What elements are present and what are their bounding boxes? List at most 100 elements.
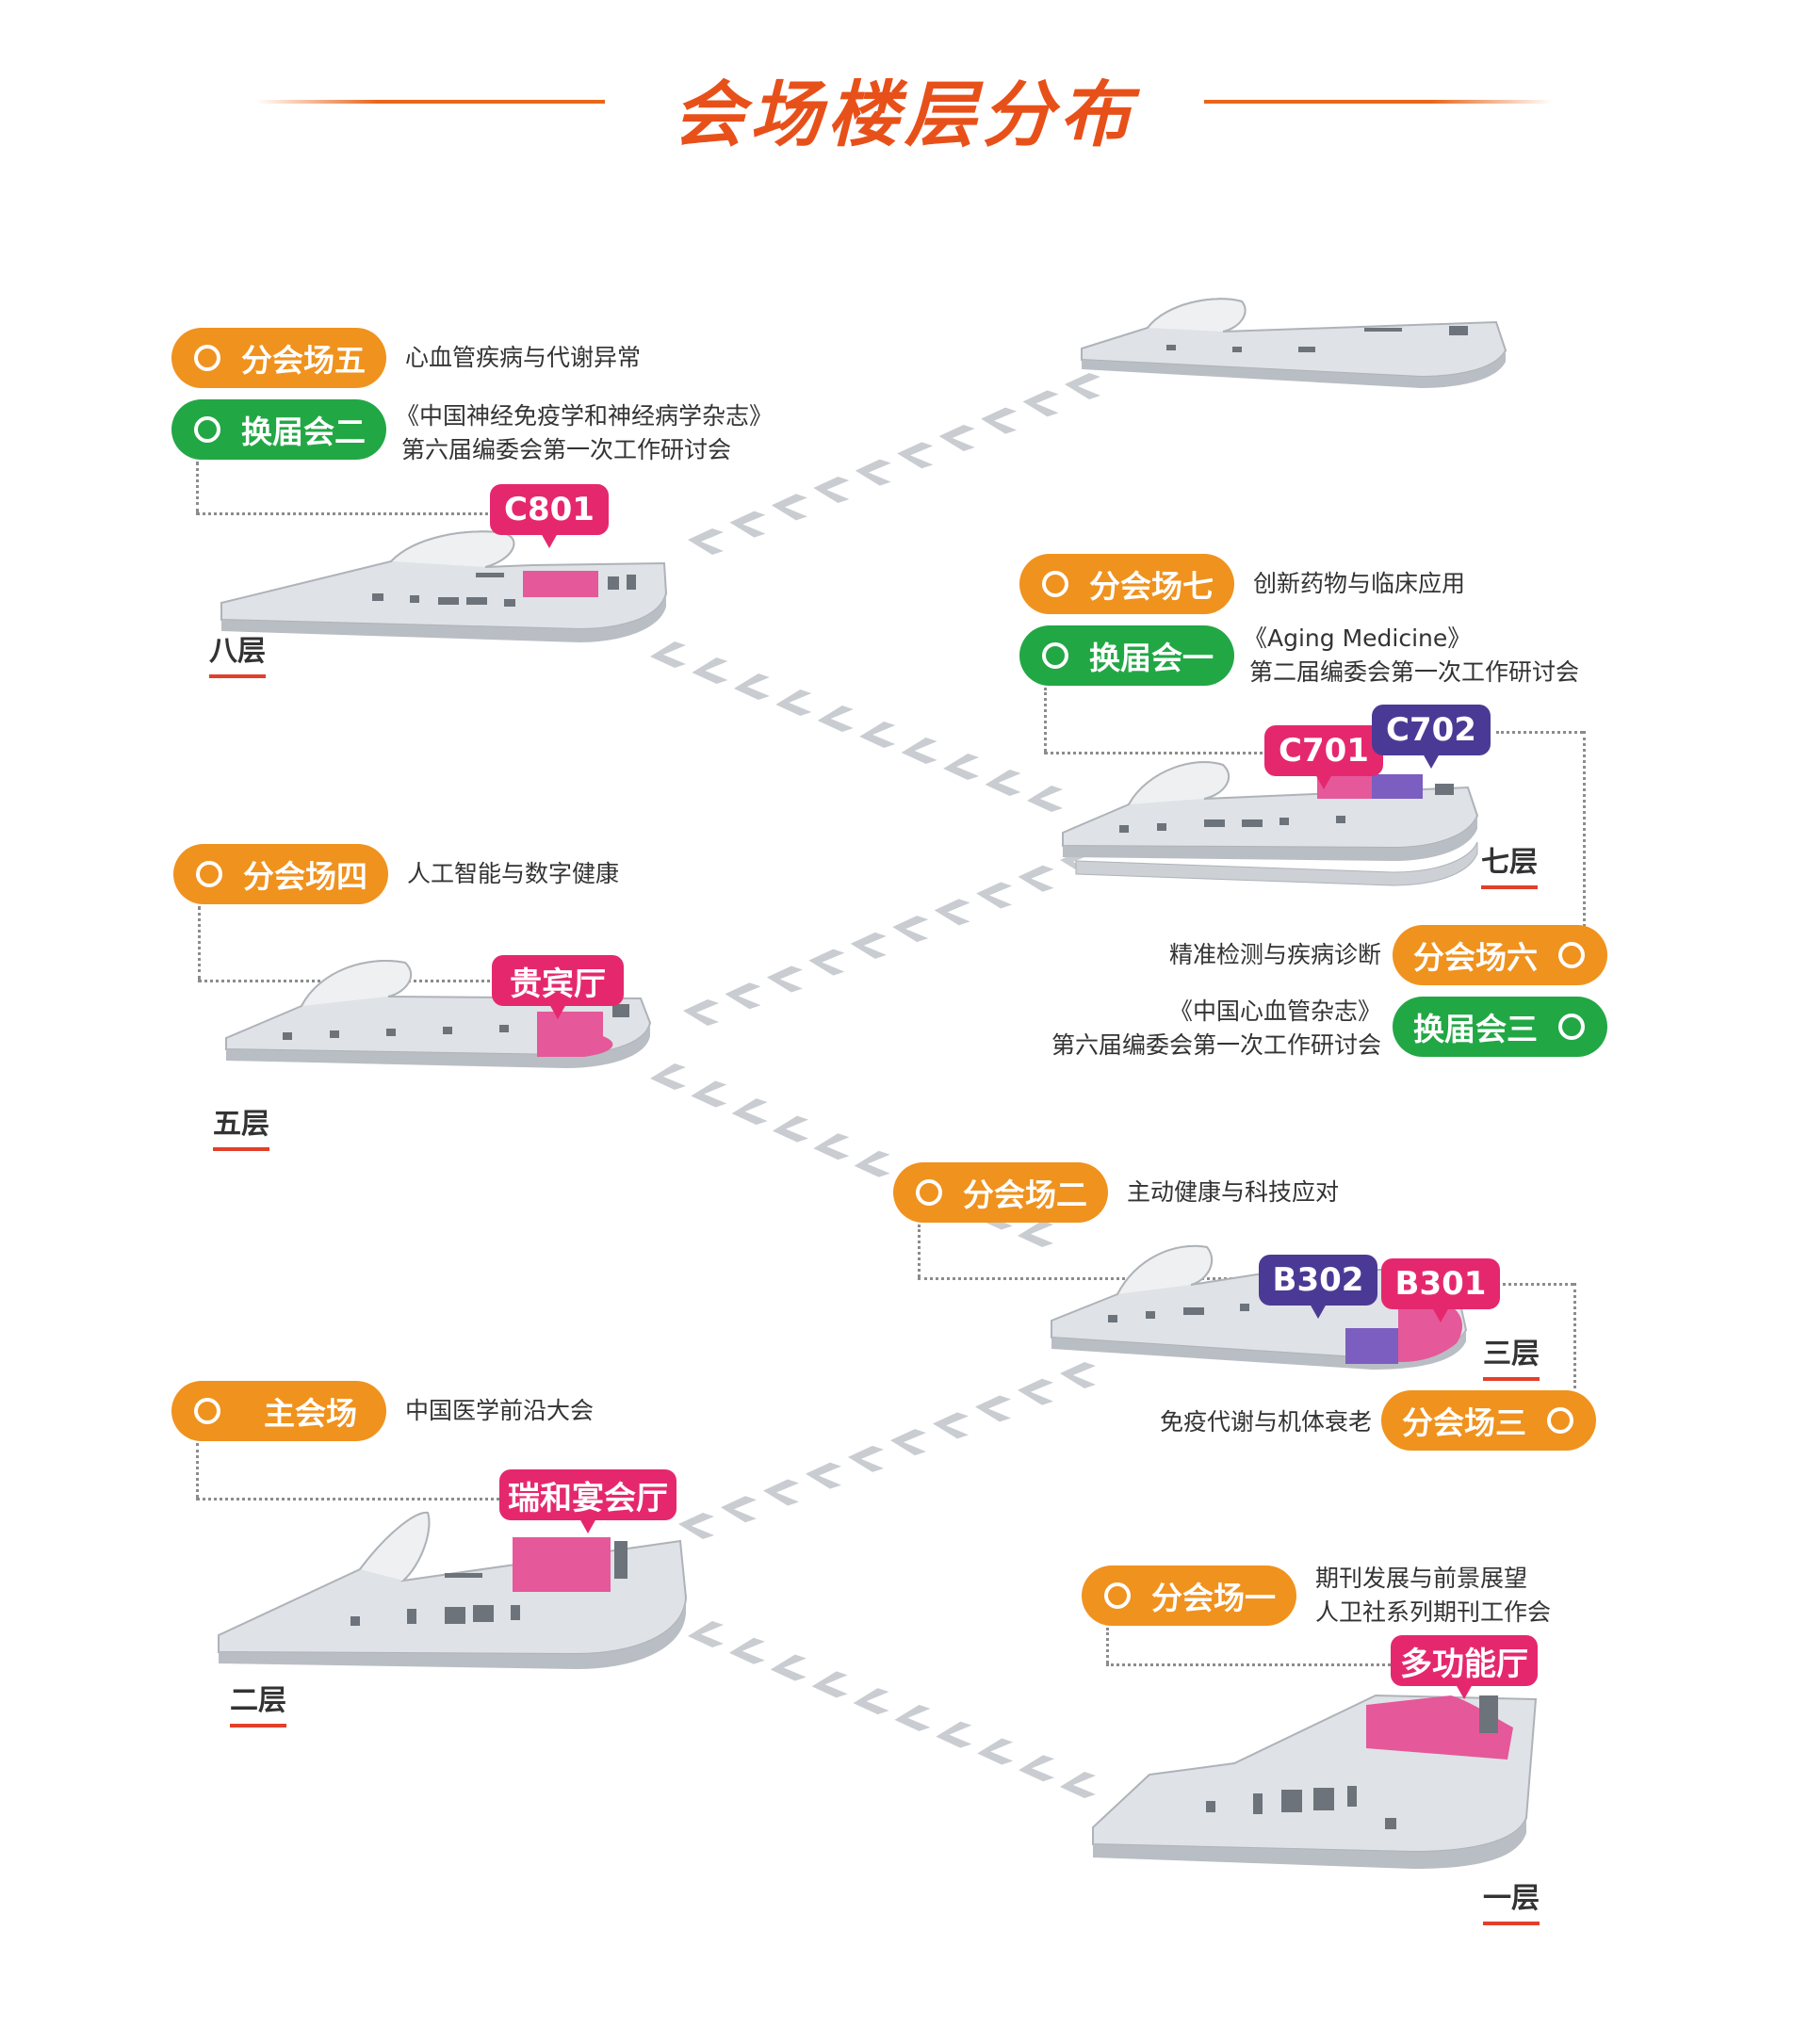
chevron-arrow-icon (848, 1445, 884, 1472)
chevron-arrow-icon (763, 1479, 799, 1506)
room-tag-b302[interactable]: B302 (1259, 1255, 1377, 1319)
pill-label: 分会场五 (241, 342, 366, 379)
chevron-arrow-icon (691, 1080, 727, 1108)
pill-sub-venue-4[interactable]: 分会场四 (173, 844, 388, 904)
ring-icon (194, 1398, 220, 1424)
chevron-arrow-icon (933, 1412, 969, 1439)
pill-election-2[interactable]: 换届会二 (171, 399, 386, 460)
pill-label: 分会场六 (1413, 939, 1538, 976)
chevron-arrow-icon (853, 1688, 889, 1715)
room-tag-c701[interactable]: C701 (1264, 725, 1383, 789)
pill-main-venue[interactable]: 主会场 (171, 1381, 386, 1441)
chevron-arrow-icon (854, 1150, 890, 1177)
chevron-arrow-icon (855, 459, 891, 486)
desc-main-venue: 中国医学前沿大会 (405, 1397, 595, 1424)
desc-election-3-line2: 第六届编委会第一次工作研讨会 (1051, 1031, 1381, 1059)
connector-line (196, 512, 507, 515)
chevron-arrow-icon (936, 1721, 972, 1748)
chevron-arrow-icon (1018, 1378, 1053, 1405)
chevron-arrow-icon (1018, 865, 1054, 892)
chevron-arrow-icon (897, 442, 934, 469)
floor-label-2: 二层 (230, 1677, 286, 1728)
chevron-arrow-icon (773, 1115, 808, 1143)
room-tag-c801[interactable]: C801 (490, 484, 609, 548)
chevron-arrow-icon (806, 1462, 841, 1489)
connector-line (918, 1225, 921, 1277)
chevron-arrow-icon (771, 494, 807, 521)
ring-icon (194, 416, 220, 443)
connector-line (196, 1498, 507, 1501)
desc-sub-venue-5: 心血管疾病与代谢异常 (405, 344, 642, 371)
room-tag-b301[interactable]: B301 (1381, 1258, 1500, 1322)
connector-line (1106, 1663, 1391, 1666)
floor-1-plan (1092, 1694, 1538, 1869)
title-line-right (1204, 100, 1553, 104)
connector-line (1496, 731, 1583, 734)
pill-election-1[interactable]: 换届会一 (1019, 625, 1234, 686)
chevron-arrow-icon (1027, 786, 1063, 812)
chevron-arrow-icon (813, 1133, 850, 1160)
chevron-arrow-icon (817, 706, 854, 732)
ring-icon (194, 345, 220, 371)
pill-sub-venue-1[interactable]: 分会场一 (1082, 1565, 1296, 1626)
chevron-arrow-icon (985, 770, 1021, 796)
chevron-arrow-icon (650, 641, 686, 668)
chevron-arrow-icon (938, 425, 975, 451)
chevron-arrow-icon (733, 673, 770, 700)
page-title: 会场楼层分布 (673, 73, 1136, 156)
desc-sub-venue-6: 精准检测与疾病诊断 (1168, 941, 1381, 968)
pill-label: 主会场 (264, 1395, 357, 1432)
chevron-arrow-icon (692, 657, 728, 684)
chevron-arrow-icon (728, 1637, 765, 1664)
chevron-arrow-icon (808, 949, 845, 976)
pill-election-3[interactable]: 换届会三 (1393, 997, 1607, 1057)
ring-icon (916, 1179, 942, 1206)
room-tag-vip-hall[interactable]: 贵宾厅 (492, 955, 624, 1019)
chevron-arrow-icon (766, 965, 803, 993)
chevron-arrow-icon (859, 722, 896, 748)
chevron-arrow-icon (890, 1429, 926, 1456)
floor-7-plan (1062, 761, 1479, 886)
room-tag-c702[interactable]: C702 (1372, 705, 1491, 769)
chevron-arrow-icon (1019, 1755, 1055, 1782)
connector-line (918, 1277, 1244, 1280)
chevron-arrow-icon (688, 1621, 724, 1647)
pill-sub-venue-3[interactable]: 分会场三 (1381, 1390, 1596, 1451)
chevron-arrow-icon (975, 1395, 1011, 1422)
desc-sub-venue-1-line1: 期刊发展与前景展望 (1315, 1565, 1528, 1592)
pill-label: 换届会一 (1089, 640, 1214, 676)
ring-icon (196, 861, 222, 887)
chevron-arrow-icon (901, 738, 937, 764)
pill-sub-venue-6[interactable]: 分会场六 (1393, 925, 1607, 985)
desc-sub-venue-1-line2: 人卫社系列期刊工作会 (1315, 1598, 1552, 1626)
chevron-arrow-icon (943, 754, 980, 780)
pill-sub-venue-7[interactable]: 分会场七 (1019, 554, 1234, 614)
connector-line (1573, 1283, 1576, 1388)
desc-sub-venue-7: 创新药物与临床应用 (1253, 570, 1466, 597)
room-tag-multifunction-hall[interactable]: 多功能厅 (1391, 1635, 1538, 1699)
floor-top-plan (1081, 298, 1508, 388)
chevron-arrow-icon (1018, 1221, 1053, 1247)
pill-label: 换届会三 (1413, 1011, 1538, 1047)
connector-line (196, 1443, 199, 1498)
pill-label: 分会场七 (1089, 568, 1214, 605)
pill-label: 分会场三 (1402, 1404, 1526, 1441)
chevron-arrow-icon (731, 1098, 768, 1126)
chevron-arrow-icon (1060, 1772, 1096, 1798)
ring-icon (1042, 642, 1068, 669)
floor-5-plan (225, 959, 652, 1068)
pill-sub-venue-2[interactable]: 分会场二 (893, 1162, 1108, 1223)
pill-label: 分会场二 (963, 1176, 1087, 1213)
chevron-arrow-icon (770, 1654, 807, 1681)
desc-sub-venue-3: 免疫代谢与机体衰老 (1159, 1408, 1372, 1436)
desc-election-1-line2: 第二届编委会第一次工作研讨会 (1249, 658, 1580, 686)
desc-election-2-line1: 《中国神经免疫学和神经病学杂志》 (396, 402, 774, 430)
ring-icon (1558, 942, 1585, 968)
floor-label-5: 五层 (213, 1100, 269, 1151)
pill-sub-venue-5[interactable]: 分会场五 (171, 328, 386, 388)
floor-8-plan (220, 530, 668, 642)
room-tag-ruihe-banquet-hall[interactable]: 瑞和宴会厅 (499, 1469, 676, 1533)
connector-line (1106, 1628, 1109, 1663)
chevron-arrow-icon (813, 477, 850, 503)
